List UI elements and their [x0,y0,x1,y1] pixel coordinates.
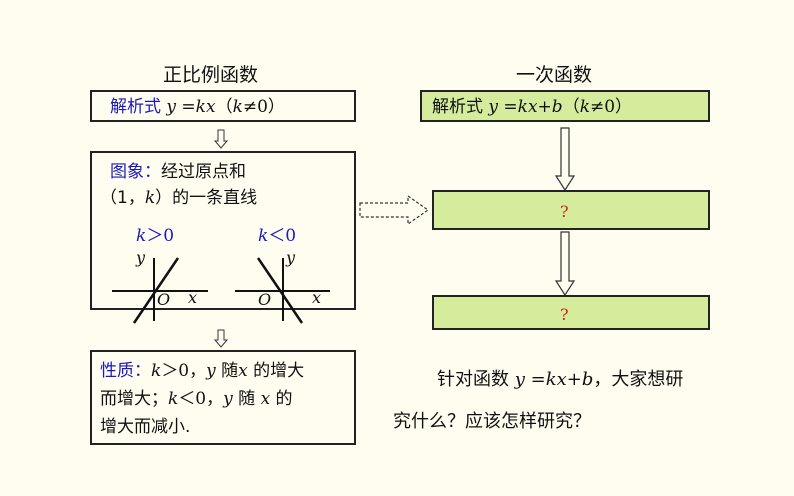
property-l2-d: 的 [270,389,293,409]
left-formula-eq: = [176,97,196,117]
graph-negative-y-label: y [286,248,296,267]
right-formula-eq: = [498,97,518,117]
left-graph-box: 图象：经过原点和 （1，k）的一条直线 k＞0 k＜0 [90,151,356,310]
right-formula-label: 解析式 [432,97,483,117]
down-arrow-icon [213,129,229,149]
graph-line2-b: ）的一条直线 [155,188,258,208]
property-line-1: 性质：k＞0，y 随x 的增大 [100,358,304,384]
graph-positive-x-label: x [188,288,198,307]
right-formula-rhs: kx+b [517,97,563,117]
graph-negative-origin-label: O [258,290,272,309]
down-arrow-icon [554,127,576,192]
graph-line-1: 图象：经过原点和 [110,159,246,185]
graph-pos-heading: k＞0 [136,223,174,249]
question-a: 针对函数 [437,369,515,390]
property-l2-c: 随 [232,389,261,409]
graph-line2-k: k [144,188,156,208]
right-formula: 解析式 y =kx+b（k≠0） [432,94,632,120]
left-title: 正比例函数 [163,64,259,86]
property-l2-k: k [168,389,179,409]
property-l2-a: 而增大； [100,389,168,409]
right-formula-cond-open: （ [562,97,580,117]
right-question-box-2: ? [432,295,710,330]
graph-line1-text: 经过原点和 [161,162,246,182]
right-question-box-1: ? [432,190,710,230]
graph-negative [235,257,330,324]
question-b: ，大家想研 [593,369,684,390]
graph-line-2: （1，k）的一条直线 [100,185,257,211]
property-line-3: 增大而减小. [100,417,191,437]
question-y: y [514,369,525,390]
graph-positive-y-label: y [136,248,146,267]
down-arrow-icon [554,231,576,297]
right-formula-cond-var: k [579,97,590,117]
graph-pos-rel: ＞0 [146,226,175,246]
property-l2-x: x [260,389,271,409]
graph-line2-a: （1， [100,188,145,208]
left-formula: 解析式 y =kx（k≠0） [110,94,285,120]
graph-positive-line [132,257,180,324]
graph-negative-x-label: x [312,288,322,307]
question-rhs: kx+b [545,369,594,390]
question-mark-2: ? [560,305,569,324]
property-l2-y: y [223,389,233,409]
property-l1-b: 随 [215,361,239,381]
right-formula-box: 解析式 y =kx+b（k≠0） [420,90,710,122]
graph-neg-heading: k＜0 [258,223,296,249]
question-line-1: 针对函数 y =kx+b，大家想研 [437,367,683,393]
property-line-2: 而增大；k＜0，y 随 x 的 [100,386,293,412]
property-l1-k: k [151,361,162,381]
graph-label: 图象： [110,162,161,182]
property-label: 性质： [100,361,151,381]
graph-neg-k: k [258,226,269,246]
graph-neg-rel: ＜0 [268,226,297,246]
left-formula-cond-var: k [232,97,243,117]
left-formula-cond-open: （ [215,97,233,117]
property-l1-x: x [238,361,248,381]
right-formula-lhs: y [488,97,499,117]
left-formula-rhs: kx [195,97,216,117]
question-line-2: 究什么？应该怎样研究？ [393,411,591,432]
property-l1-a: ＞0， [161,361,207,381]
right-arrow-icon [359,194,430,226]
left-formula-lhs: y [166,97,177,117]
left-formula-cond-rest: ≠0） [242,97,285,117]
property-l1-c: 的增大 [247,361,305,381]
question-mark-1: ? [560,202,569,221]
left-formula-box: 解析式 y =kx（k≠0） [90,90,356,122]
down-arrow-icon [213,329,229,348]
left-property-box: 性质：k＞0，y 随x 的增大 而增大；k＜0，y 随 x 的 增大而减小. [90,350,356,445]
right-formula-cond-rest: ≠0） [590,97,633,117]
graph-positive [112,257,208,324]
graph-positive-origin-label: O [157,290,171,309]
property-l1-y: y [206,361,216,381]
left-formula-label: 解析式 [110,97,161,117]
property-l2-b: ＜0， [178,389,224,409]
question-eq: = [524,369,546,390]
right-title: 一次函数 [516,64,593,86]
graph-pos-k: k [136,226,147,246]
graph-negative-line [256,257,304,324]
